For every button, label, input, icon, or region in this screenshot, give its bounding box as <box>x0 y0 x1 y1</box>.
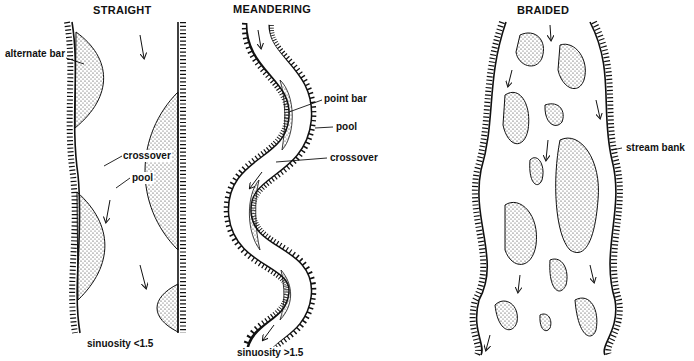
alternate-bar-shape <box>145 92 178 250</box>
flow-arrow <box>140 35 144 58</box>
flow-arrow <box>550 25 551 40</box>
meandering-channel <box>240 20 333 356</box>
bank-label: stream bank <box>625 142 686 154</box>
straight-channel <box>60 22 183 333</box>
panel-heading: STRAIGHT <box>92 4 153 16</box>
flow-arrow <box>596 100 600 118</box>
flow-arrow <box>546 140 548 160</box>
flow-arrow <box>263 325 274 340</box>
sinuosity-label: sinuosity >1.5 <box>236 347 304 359</box>
pool-label: pool <box>335 121 358 133</box>
flow-arrow <box>250 172 262 188</box>
crossover-label: crossover <box>329 152 379 164</box>
bar-label: point bar <box>323 93 368 105</box>
flow-arrow <box>518 275 520 292</box>
sinuosity-label: sinuosity <1.5 <box>86 338 154 350</box>
crossover-label: crossover <box>122 150 172 162</box>
alternate-bar-shape <box>77 192 105 300</box>
alternate-bar-shape <box>157 284 178 332</box>
point-bar-shape <box>249 180 260 250</box>
leader-line <box>315 127 333 128</box>
flow-arrow <box>140 265 146 288</box>
channel-water <box>240 20 301 356</box>
flow-arrow <box>106 200 110 222</box>
bar-label: alternate bar <box>4 48 66 60</box>
leader-line <box>612 148 622 150</box>
flow-arrow <box>486 335 490 350</box>
point-bar-shape <box>280 80 292 150</box>
braid-bars <box>495 33 598 336</box>
flow-arrow <box>508 70 512 86</box>
panel-heading: MEANDERING <box>232 3 312 15</box>
bank-hatch <box>180 22 186 333</box>
alternate-bar-shape <box>75 32 104 128</box>
bank-hatch <box>67 22 75 333</box>
flow-arrow <box>258 30 261 48</box>
pool-label: pool <box>131 172 154 184</box>
leader-line <box>116 178 130 188</box>
braided-channel <box>473 22 622 355</box>
panel-heading: BRAIDED <box>516 4 570 16</box>
point-bar-shape <box>280 270 291 320</box>
leader-line <box>276 158 327 162</box>
leader-line <box>289 100 322 112</box>
leader-line <box>104 156 122 166</box>
flow-arrow <box>590 265 594 282</box>
